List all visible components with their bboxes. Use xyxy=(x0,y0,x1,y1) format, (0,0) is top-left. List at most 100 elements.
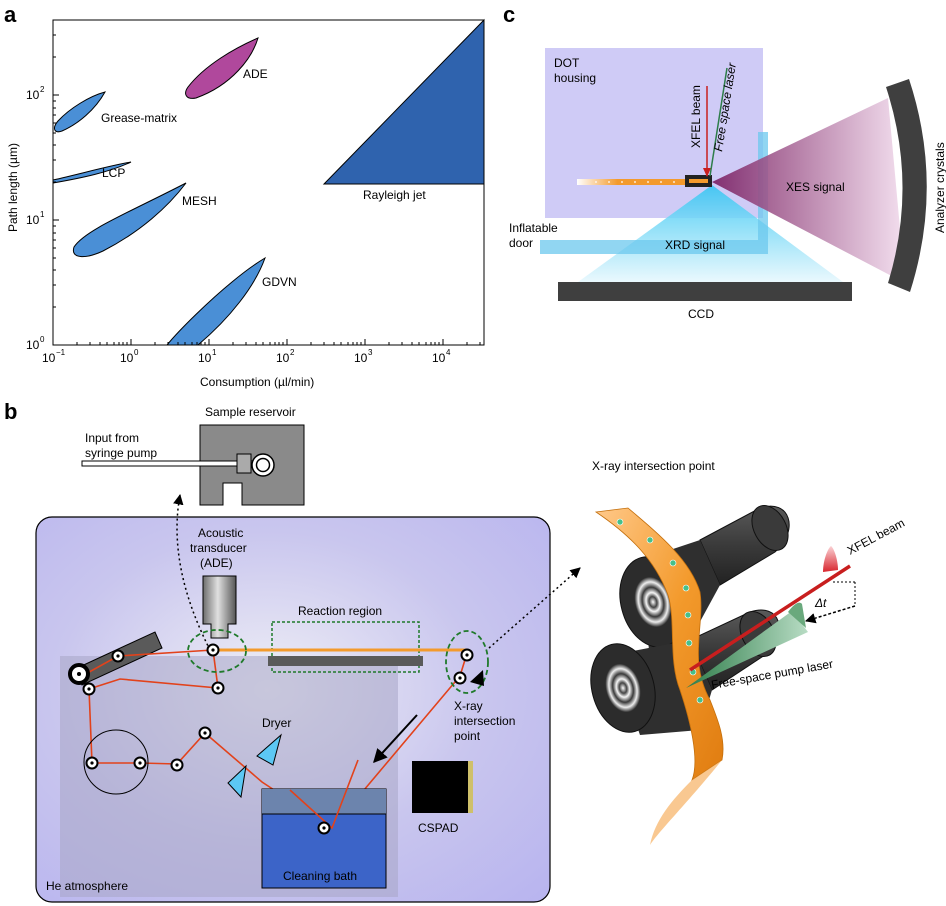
roller xyxy=(460,648,474,662)
tape-direction-arrow xyxy=(373,714,418,764)
y-tick-label-2: 10 xyxy=(26,88,40,102)
dryer-nozzle-top xyxy=(256,733,282,766)
syringe-input-tube xyxy=(81,460,261,467)
roller xyxy=(317,821,331,835)
y-tick-exp-1: 1 xyxy=(40,210,45,219)
lcp-label: LCP xyxy=(102,166,125,180)
ade-label: ADE xyxy=(243,67,268,81)
input-label-1: Input from xyxy=(85,431,139,445)
x-tick-exp-2: 1 xyxy=(212,348,217,357)
panel-b: b Sample reservoir Input from syringe pu… xyxy=(4,399,907,903)
lower-roller-rings xyxy=(602,659,644,717)
x-tick-exp-3: 2 xyxy=(290,348,295,357)
panel-a: a ADE Grease-matrix LCP MESH GDVN Raylei… xyxy=(4,2,485,389)
tape-bath-dip xyxy=(289,759,359,830)
inset-illustration: Δt XFEL beam Free-space pump laser xyxy=(590,505,907,845)
grease-matrix-region xyxy=(54,91,107,133)
x-tick-label-4: 10 xyxy=(354,351,368,365)
panel-b-letter: b xyxy=(4,399,17,424)
input-label-2: syringe pump xyxy=(85,446,157,460)
inset-xfel-beam xyxy=(689,564,851,672)
lcp-region xyxy=(52,161,132,184)
dryer-label: Dryer xyxy=(262,716,291,730)
xfel-beam-arrowhead xyxy=(703,168,711,177)
inset-title: X-ray intersection point xyxy=(592,459,715,473)
pump-pulse xyxy=(788,602,806,628)
transducer-highlight xyxy=(187,629,247,673)
x-tick-label-3: 10 xyxy=(276,351,290,365)
inflatable-door-label-1: Inflatable xyxy=(509,221,558,235)
x-tick-exp-4: 3 xyxy=(368,348,373,357)
upper-shaft-end xyxy=(751,505,789,551)
inset-tape-droplets xyxy=(616,518,704,704)
analyzer-crystals xyxy=(886,79,927,292)
acoustic-transducer xyxy=(202,575,237,639)
x-axis-ticks xyxy=(52,339,481,345)
reservoir-channel xyxy=(236,453,252,474)
sample-reservoir-label: Sample reservoir xyxy=(205,405,296,419)
gdvn-label: GDVN xyxy=(262,275,297,289)
rayleigh-jet-region xyxy=(322,18,485,185)
xray-label-1: X-ray xyxy=(454,699,483,713)
panel-a-letter: a xyxy=(4,2,17,27)
grease-matrix-label: Grease-matrix xyxy=(101,111,177,125)
inset-tape-tail xyxy=(650,760,722,845)
rayleigh-jet-label: Rayleigh jet xyxy=(363,188,426,202)
mesh-label: MESH xyxy=(182,194,217,208)
y-tick-exp-2: 2 xyxy=(40,85,45,94)
ccd-label: CCD xyxy=(688,307,714,321)
reaction-heater-plate xyxy=(268,656,423,666)
delta-t-label: Δt xyxy=(814,596,827,610)
sample-holder-tape xyxy=(689,179,708,183)
y-axis-ticks xyxy=(53,34,59,346)
transducer-label-2: transducer xyxy=(190,541,247,555)
xray-label-2: intersection xyxy=(454,714,515,728)
x-tick-label-0: 10 xyxy=(42,351,56,365)
inflatable-door-label-2: door xyxy=(509,236,533,250)
dot-housing-label-1: DOT xyxy=(554,56,580,70)
x-tick-label-2: 10 xyxy=(198,351,212,365)
y-tick-exp-0: 0 xyxy=(40,335,45,344)
roller xyxy=(133,756,147,770)
laser-beam-line xyxy=(709,67,728,177)
inset-xfel-beam-label: XFEL beam xyxy=(845,516,907,558)
x-axis-label: Consumption (µl/min) xyxy=(200,375,314,389)
cspad-edge xyxy=(468,761,473,813)
x-tick-exp-1: 0 xyxy=(134,348,139,357)
inflatable-door xyxy=(540,132,768,254)
cleaning-bath-label: Cleaning bath xyxy=(283,869,357,883)
transducer-label-3: (ADE) xyxy=(200,556,233,570)
y-tick-label-1: 10 xyxy=(26,213,40,227)
delta-t-arrow xyxy=(804,605,856,624)
roller xyxy=(211,681,225,695)
ccd-detector xyxy=(558,282,852,301)
xes-signal-cone xyxy=(712,98,905,283)
roller xyxy=(198,726,212,740)
cspad-detector xyxy=(412,761,468,813)
gdvn-region xyxy=(165,256,266,346)
mesh-region xyxy=(72,182,187,257)
zoom-arrow xyxy=(488,567,581,649)
roller xyxy=(453,671,467,685)
he-atmosphere-label: He atmosphere xyxy=(46,879,128,893)
reaction-region-box xyxy=(271,621,420,673)
roller xyxy=(85,756,99,770)
intersection-arrowhead xyxy=(470,670,484,686)
intersection-highlight xyxy=(445,630,489,694)
pump-laser-cone xyxy=(686,611,808,688)
reaction-region-label: Reaction region xyxy=(298,604,382,618)
roller xyxy=(68,663,90,685)
panel-c-letter: c xyxy=(503,2,515,27)
roller xyxy=(82,682,96,696)
roller xyxy=(206,643,220,657)
panel-c: c DOT housing XFEL beam Free space laser… xyxy=(503,2,946,321)
dot-housing-label-2: housing xyxy=(554,71,596,85)
x-tick-exp-0: −1 xyxy=(56,348,66,357)
rollers xyxy=(68,643,474,772)
tape-loop xyxy=(83,729,149,795)
analyzer-crystals-label: Analyzer crystals xyxy=(933,142,946,233)
y-tick-label-0: 10 xyxy=(26,338,40,352)
xrd-signal-label: XRD signal xyxy=(665,238,725,252)
x-tick-exp-5: 4 xyxy=(446,348,451,357)
